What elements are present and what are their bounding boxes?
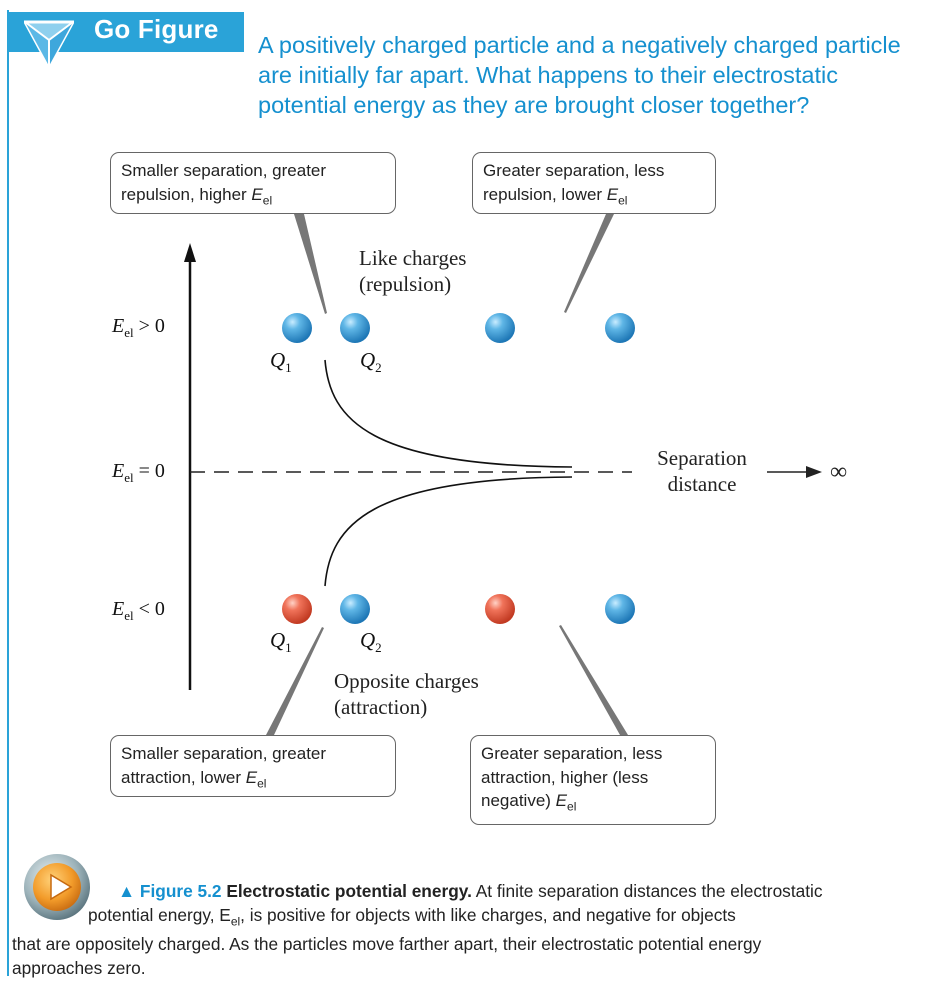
callout-bottom-left: Smaller separation, greater attraction, … <box>110 735 396 797</box>
callout-top-left: Smaller separation, greater repulsion, h… <box>110 152 396 214</box>
particle-like-q1 <box>282 313 312 343</box>
opposite-charges-label: Opposite charges (attraction) <box>334 669 479 719</box>
separation-arrowhead <box>806 466 822 478</box>
caption-line-4: approaches zero. <box>12 957 146 978</box>
go-figure-label: Go Figure <box>94 14 219 44</box>
figure-caption: ▲ Figure 5.2 Electrostatic potential ene… <box>12 880 928 980</box>
callout-pointer-bottom-left <box>266 627 324 735</box>
like-charges-label: Like charges (repulsion) <box>359 246 467 296</box>
axis-label-positive: Eel > 0 <box>112 315 165 340</box>
label-opposite-q2: Q2 <box>360 628 382 656</box>
particle-like-far-1 <box>485 313 515 343</box>
callout-top-right: Greater separation, less repulsion, lowe… <box>472 152 716 214</box>
callout-pointer-bottom-right <box>559 625 628 735</box>
axis-label-zero: Eel = 0 <box>112 460 165 485</box>
particle-opposite-q1 <box>282 594 312 624</box>
callout-pointer-top-left <box>294 214 327 314</box>
label-opposite-q1: Q1 <box>270 628 292 656</box>
particle-opposite-q2 <box>340 594 370 624</box>
particle-opposite-far-2 <box>605 594 635 624</box>
caption-line-1: ▲ Figure 5.2 Electrostatic potential ene… <box>118 881 823 901</box>
particle-like-q2 <box>340 313 370 343</box>
go-figure-triangle-icon <box>24 20 74 68</box>
axis-label-negative: Eel < 0 <box>112 598 165 623</box>
repulsion-curve <box>324 359 573 468</box>
infinity-symbol: ∞ <box>830 459 848 485</box>
label-like-q1: Q1 <box>270 348 292 376</box>
label-like-q2: Q2 <box>360 348 382 376</box>
particle-like-far-2 <box>605 313 635 343</box>
callout-bottom-right: Greater separation, less attraction, hig… <box>470 735 716 825</box>
caption-line-2: potential energy, Eel, is positive for o… <box>88 904 736 928</box>
particle-opposite-far-1 <box>485 594 515 624</box>
separation-distance-label: Separation distance <box>657 446 747 496</box>
left-accent-bar <box>7 10 9 976</box>
attraction-curve <box>324 476 573 587</box>
go-figure-question: A positively charged particle and a nega… <box>258 32 901 118</box>
caption-line-3: that are oppositely charged. As the part… <box>12 934 762 955</box>
callout-pointer-top-right <box>564 214 614 313</box>
play-button-icon[interactable] <box>22 852 92 922</box>
energy-axis-arrowhead <box>184 243 196 262</box>
